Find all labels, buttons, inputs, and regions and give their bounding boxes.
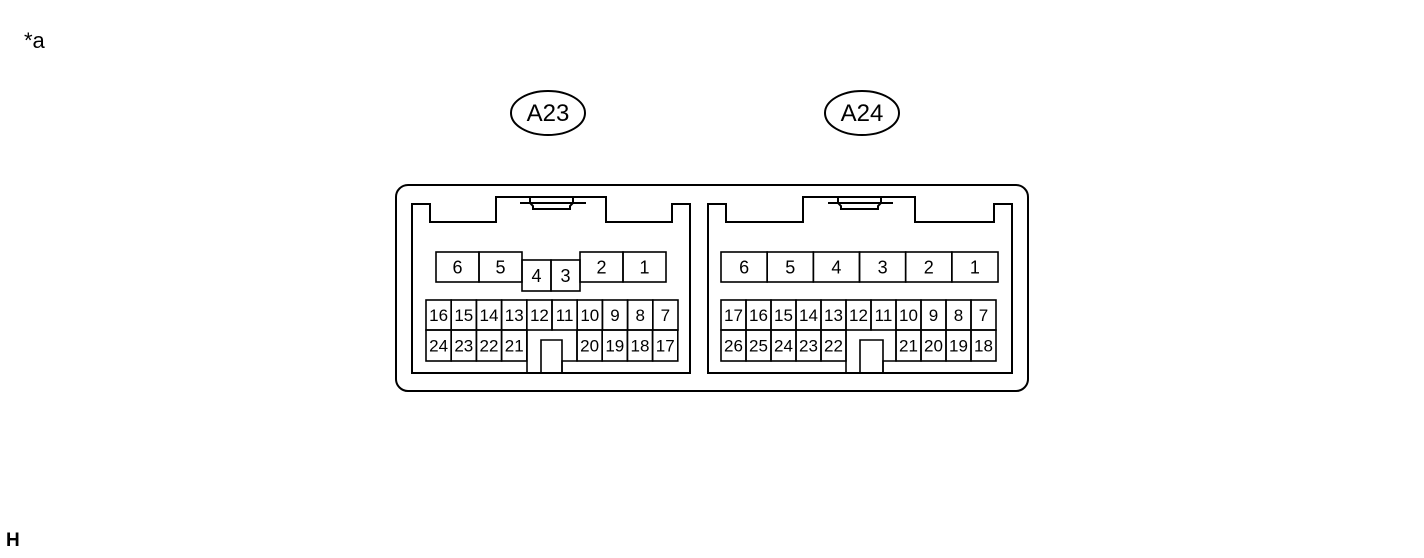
a24-pin-label: 2 — [924, 257, 934, 277]
a23-pin-label: 24 — [429, 337, 448, 356]
a24-pin-label: 26 — [724, 337, 743, 356]
a24-pin-label: 24 — [774, 337, 793, 356]
a24-pin-label: 13 — [824, 306, 843, 325]
a24-pin-label: 17 — [724, 306, 743, 325]
a24-pin-label: 1 — [970, 257, 980, 277]
a24-pin-label: 6 — [739, 257, 749, 277]
a23-pin-label: 18 — [631, 337, 650, 356]
a23-pin-label: 17 — [656, 337, 675, 356]
a23-pin-label: 11 — [556, 306, 574, 325]
a23-id-label: A23 — [527, 100, 570, 127]
a24-pin-label: 4 — [831, 257, 841, 277]
a24-pin-label: 14 — [799, 306, 818, 325]
a23-pin-label: 10 — [580, 306, 599, 325]
corner-label: *a — [24, 28, 45, 53]
a24-pin-label: 21 — [899, 337, 918, 356]
a23-pin-label: 6 — [452, 257, 462, 277]
a24-keyway-notch — [859, 339, 884, 373]
a24-pin-label: 18 — [974, 337, 993, 356]
a24-pin-label: 3 — [878, 257, 888, 277]
a23-pin-label: 19 — [605, 337, 624, 356]
a24-pin-label: 8 — [954, 306, 963, 325]
a24-pin-label: 11 — [875, 306, 893, 325]
a24-pin-label: 10 — [899, 306, 918, 325]
a24-id-label: A24 — [841, 100, 884, 127]
a24-pin-label: 19 — [949, 337, 968, 356]
a23-pin-label: 22 — [480, 337, 499, 356]
a23-pin-label: 15 — [454, 306, 473, 325]
a24-pin-cell — [970, 329, 997, 362]
a23-pin-cell — [622, 251, 667, 283]
a23-pin-cell — [651, 329, 679, 362]
a24-pin-label: 9 — [929, 306, 938, 325]
a23-pin-label: 4 — [531, 266, 541, 286]
a24-pin-label: 20 — [924, 337, 943, 356]
a23-pin-label: 7 — [661, 306, 670, 325]
a24-pin-cell — [951, 251, 999, 283]
a23-pin-label: 20 — [580, 337, 599, 356]
footer-label: H — [6, 530, 20, 551]
a24-keyway-right — [882, 330, 897, 373]
connector-housing — [395, 184, 1029, 392]
a23-pin-label: 9 — [610, 306, 619, 325]
a24-pin-label: 22 — [824, 337, 843, 356]
a23-pin-label: 16 — [429, 306, 448, 325]
a23-pin-label: 8 — [635, 306, 644, 325]
a24-id-badge — [824, 90, 900, 136]
a23-pin-label: 13 — [505, 306, 524, 325]
a23-pin-label: 1 — [639, 257, 649, 277]
a23-pin-label: 12 — [530, 306, 549, 325]
a24-pin-label: 23 — [799, 337, 818, 356]
a24-pin-label: 12 — [849, 306, 868, 325]
a23-pin-label: 3 — [560, 266, 570, 286]
a23-id-badge — [510, 90, 586, 136]
a24-pin-label: 25 — [749, 337, 768, 356]
a23-keyway-right — [561, 330, 578, 373]
a23-pin-label: 14 — [480, 306, 499, 325]
a24-cavity-outline — [707, 196, 1013, 374]
a24-pin-label: 5 — [785, 257, 795, 277]
a23-pin-label: 2 — [596, 257, 606, 277]
a23-keyway-notch — [540, 339, 563, 373]
a23-cavity-outline — [411, 196, 691, 374]
a23-pin-label: 21 — [505, 337, 524, 356]
a23-pin-label: 5 — [495, 257, 505, 277]
a24-pin-label: 15 — [774, 306, 793, 325]
a24-pin-label: 16 — [749, 306, 768, 325]
a23-pin-label: 23 — [454, 337, 473, 356]
a24-pin-label: 7 — [979, 306, 988, 325]
